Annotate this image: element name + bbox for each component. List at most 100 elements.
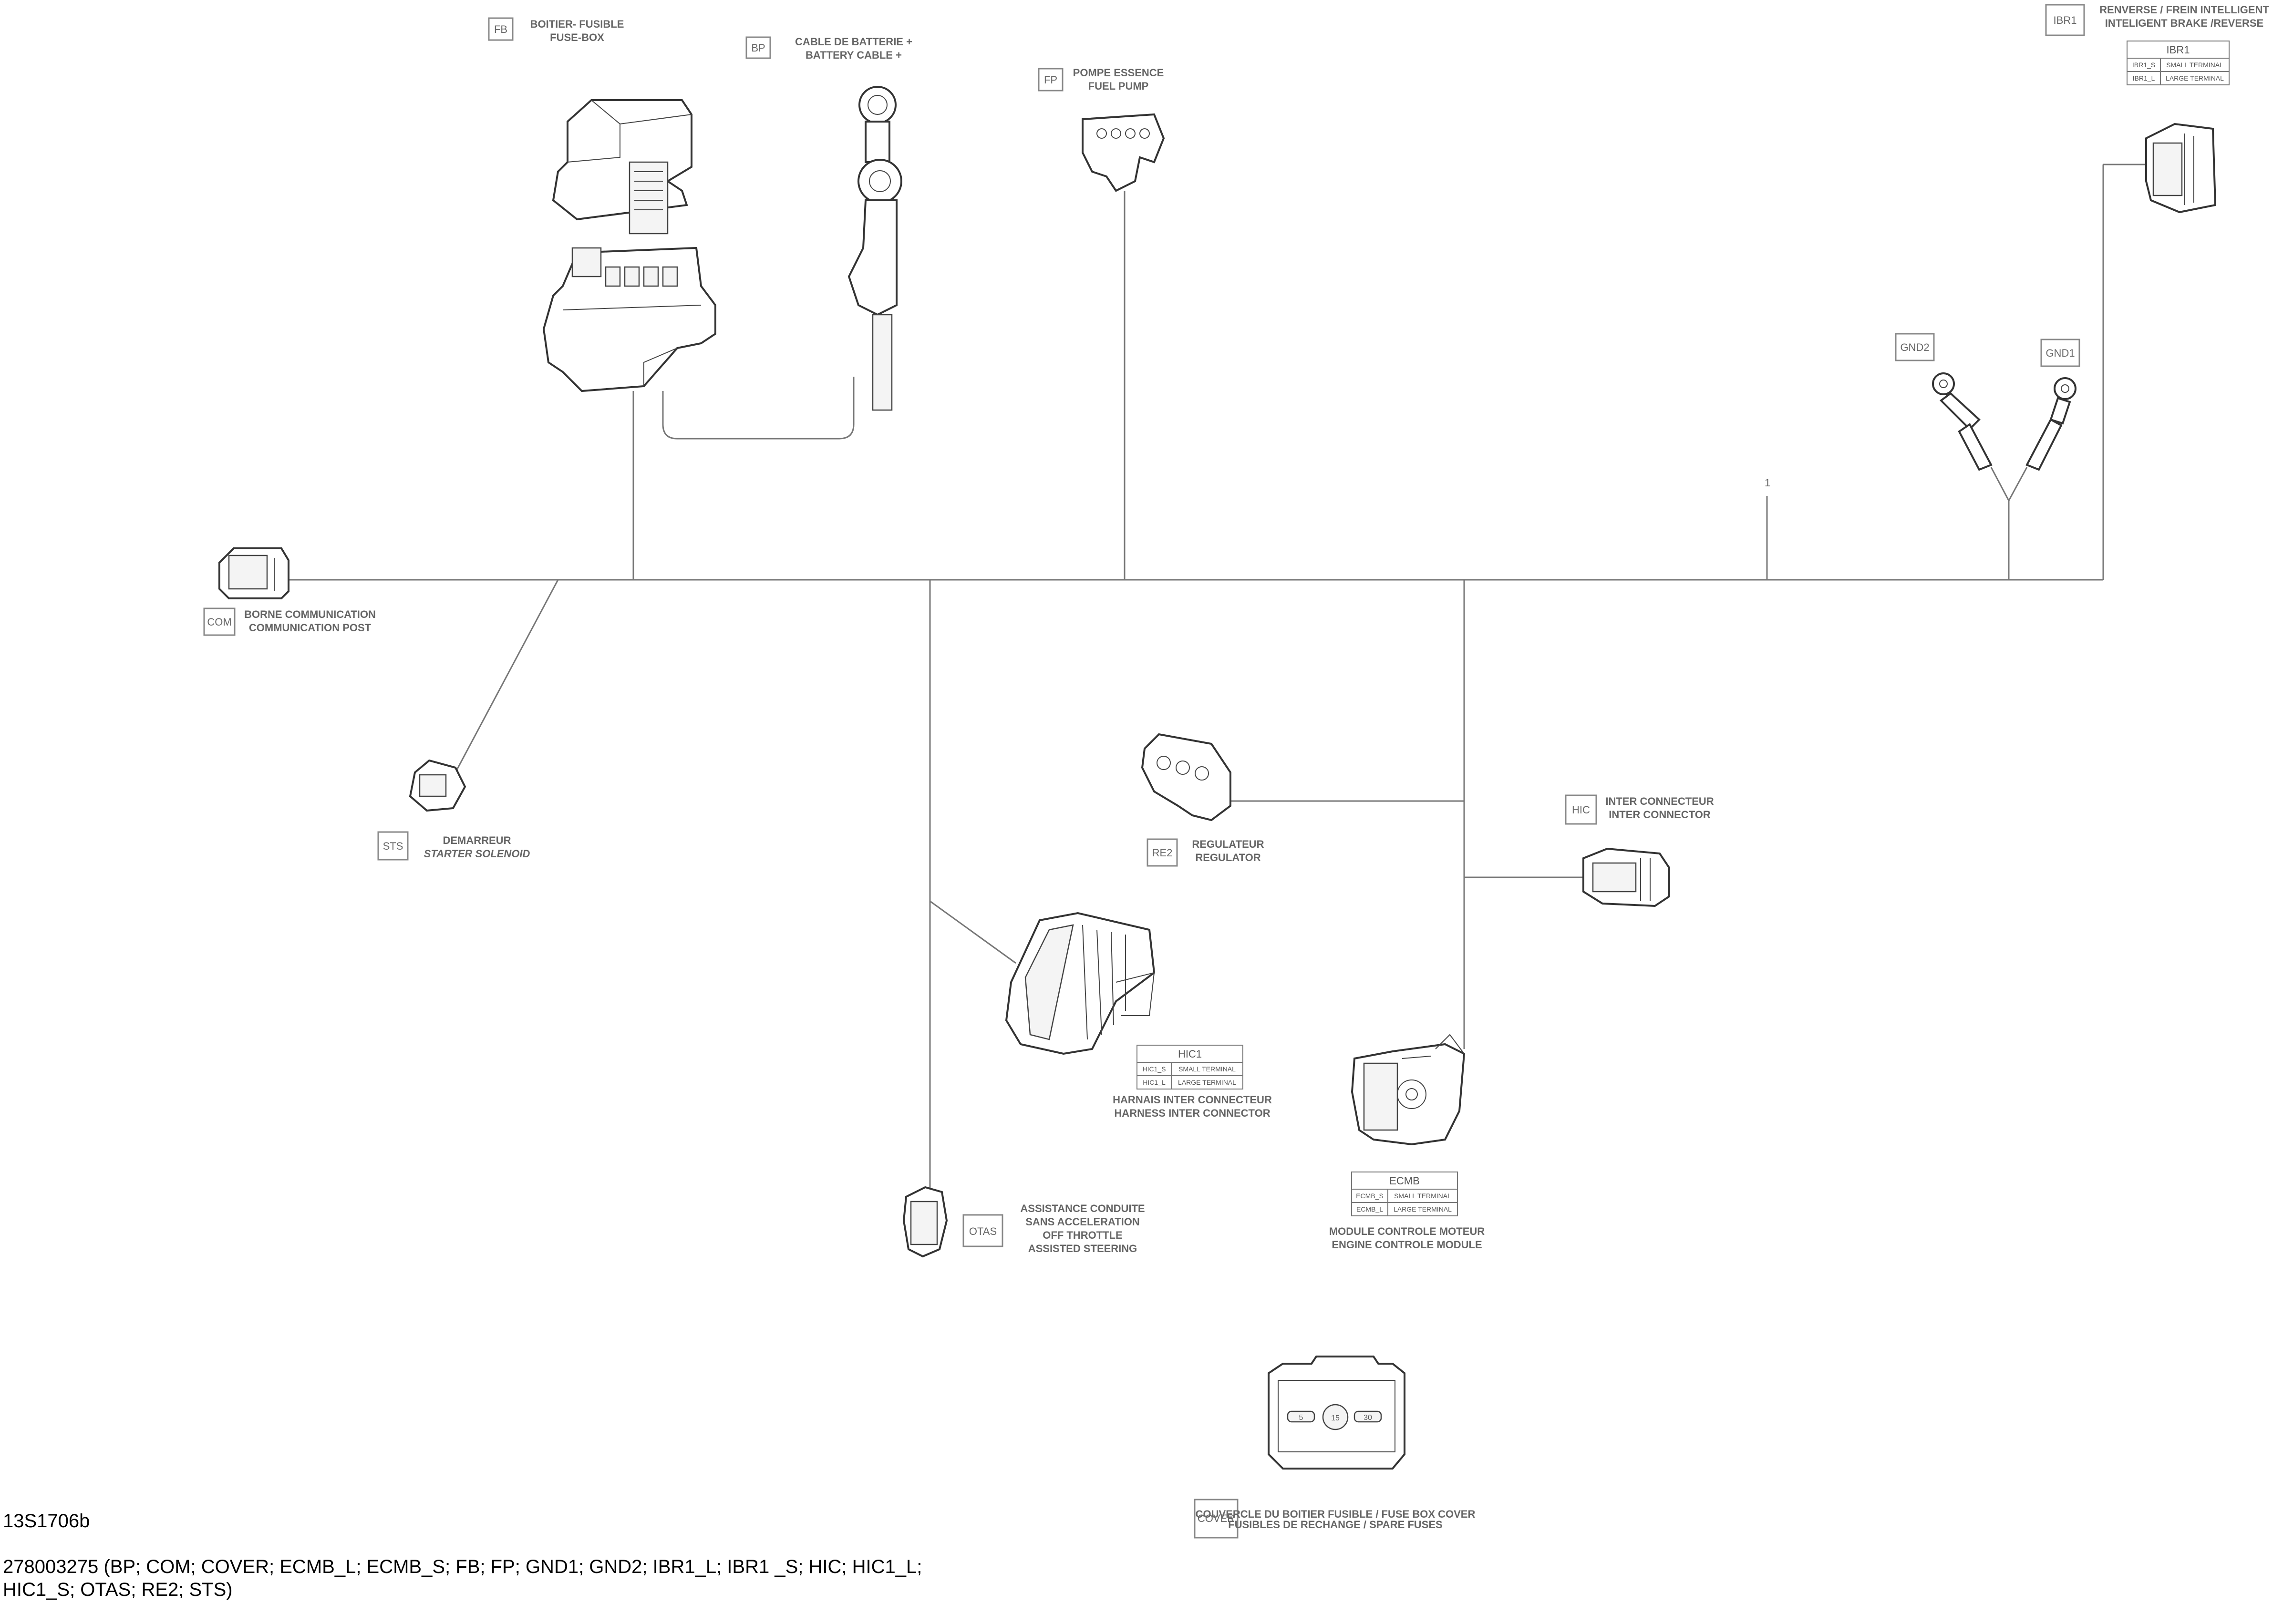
battery-cable-illustration xyxy=(847,86,902,411)
otas-connector-illustration xyxy=(902,1186,948,1258)
ecm-label-fr: MODULE CONTROLE MOTEUR xyxy=(1329,1225,1485,1237)
re2-label-en: REGULATOR xyxy=(1195,852,1260,863)
ibr1-table-row2-desc: LARGE TERMINAL xyxy=(2166,74,2224,82)
ibr1-terminal-table: IBR1 IBR1_S SMALL TERMINAL IBR1_L LARGE … xyxy=(2127,41,2230,85)
hic1-table-title: HIC1 xyxy=(1178,1048,1202,1060)
ecmb-table-row2-code: ECMB_L xyxy=(1356,1205,1383,1213)
sts-label: DEMARREUR STARTER SOLENOID xyxy=(424,834,530,860)
fp-label: POMPE ESSENCE FUEL PUMP xyxy=(1073,67,1164,92)
wire-harness xyxy=(285,164,2146,1202)
hic1-label: HARNAIS INTER CONNECTEUR HARNESS INTER C… xyxy=(1113,1094,1272,1119)
cover-code-box: COVER xyxy=(1194,1499,1239,1539)
fuse-box-cover-illustration: 5 15 30 xyxy=(1268,1356,1405,1470)
ecmb-table-row1-code: ECMB_S xyxy=(1356,1192,1384,1200)
cover-fuse-30: 30 xyxy=(1364,1414,1372,1422)
otas-label-line1: ASSISTANCE CONDUITE xyxy=(1020,1203,1145,1214)
diagram-reference: 13S1706b xyxy=(3,1511,90,1531)
cover-fuse-5: 5 xyxy=(1299,1414,1303,1422)
hic1-table-row2-desc: LARGE TERMINAL xyxy=(1178,1079,1236,1086)
hic-label-en: INTER CONNECTOR xyxy=(1609,809,1711,821)
sts-code: STS xyxy=(383,840,403,852)
hic1-label-en: HARNESS INTER CONNECTOR xyxy=(1114,1107,1270,1119)
communication-post-illustration xyxy=(218,547,289,599)
sts-code-box: STS xyxy=(377,831,409,861)
gnd1-ring-terminal-illustration xyxy=(2025,377,2076,471)
ecm-connector-illustration xyxy=(1351,1034,1466,1146)
otas-code-box: OTAS xyxy=(962,1214,1003,1247)
bp-code: BP xyxy=(751,42,765,54)
bp-label-fr: CABLE DE BATTERIE + xyxy=(795,36,912,48)
sts-label-en: STARTER SOLENOID xyxy=(424,848,530,860)
otas-label: ASSISTANCE CONDUITE SANS ACCELERATION OF… xyxy=(1020,1203,1145,1254)
ibr1-code: IBR1 xyxy=(2054,14,2077,26)
gnd2-ring-terminal-illustration xyxy=(1932,372,1993,471)
hic-label-fr: INTER CONNECTEUR xyxy=(1605,795,1714,807)
otas-label-line4: ASSISTED STEERING xyxy=(1028,1243,1137,1254)
fb-label-fr: BOITIER- FUSIBLE xyxy=(530,18,624,30)
wiring-diagram: 1 FB BOITIER- FUSIBLE FUSE-BOX BP CABLE xyxy=(203,4,2269,1539)
sts-label-fr: DEMARREUR xyxy=(443,834,511,846)
regulator-connector-illustration xyxy=(1141,733,1231,822)
fb-label-en: FUSE-BOX xyxy=(550,31,604,43)
ibr1-code-box: IBR1 xyxy=(2045,4,2085,36)
ibr1-table-row2-code: IBR1_L xyxy=(2133,74,2155,82)
hic1-table-row1-code: HIC1_S xyxy=(1142,1065,1166,1073)
ibr1-label: RENVERSE / FREIN INTELLIGENT INTELIGENT … xyxy=(2099,4,2269,29)
gnd1-code: GND1 xyxy=(2045,347,2075,359)
hic1-table-row2-code: HIC1_L xyxy=(1143,1079,1166,1086)
fb-code: FB xyxy=(494,23,507,35)
ibr1-connector-illustration xyxy=(2145,123,2217,214)
ibr1-table-row1-code: IBR1_S xyxy=(2132,61,2155,69)
cover-label: COUVERCLE DU BOITIER FUSIBLE / FUSE BOX … xyxy=(1196,1508,1476,1531)
cover-fuse-15: 15 xyxy=(1331,1414,1340,1422)
cover-code: COVER xyxy=(1198,1512,1235,1524)
fp-label-fr: POMPE ESSENCE xyxy=(1073,67,1164,79)
com-label: BORNE COMMUNICATION COMMUNICATION POST xyxy=(244,608,376,634)
ibr1-table-title: IBR1 xyxy=(2167,44,2190,56)
gnd2-code: GND2 xyxy=(1900,341,1929,353)
fuse-box-illustration xyxy=(542,99,716,392)
starter-solenoid-connector-illustration xyxy=(409,759,466,812)
cover-label-fr: COUVERCLE DU BOITIER FUSIBLE / FUSE BOX … xyxy=(1196,1508,1476,1520)
gnd1-code-box: GND1 xyxy=(2040,339,2080,367)
ecmb-table-row1-desc: SMALL TERMINAL xyxy=(1394,1192,1451,1200)
harness-inter-connector-illustration xyxy=(1005,912,1156,1055)
bp-label: CABLE DE BATTERIE + BATTERY CABLE + xyxy=(795,36,912,61)
cover-label-en: FUSIBLES DE RECHANGE / SPARE FUSES xyxy=(1228,1519,1442,1531)
gnd2-code-box: GND2 xyxy=(1895,333,1935,361)
com-code: COM xyxy=(207,616,231,628)
ibr1-table-row1-desc: SMALL TERMINAL xyxy=(2166,61,2223,69)
ecmb-table-row2-desc: LARGE TERMINAL xyxy=(1394,1205,1452,1213)
com-label-fr: BORNE COMMUNICATION xyxy=(244,608,376,620)
part-number-list: 278003275 (BP; COM; COVER; ECMB_L; ECMB_… xyxy=(3,1556,922,1600)
fp-code: FP xyxy=(1044,74,1057,86)
ecmb-terminal-table: ECMB ECMB_S SMALL TERMINAL ECMB_L LARGE … xyxy=(1351,1172,1458,1216)
re2-code-box: RE2 xyxy=(1147,838,1178,867)
re2-label: REGULATEUR REGULATOR xyxy=(1192,838,1264,863)
re2-code: RE2 xyxy=(1152,847,1173,859)
hic-label: INTER CONNECTEUR INTER CONNECTOR xyxy=(1605,795,1714,821)
fb-label: BOITIER- FUSIBLE FUSE-BOX xyxy=(530,18,624,43)
ibr1-label-en: INTELIGENT BRAKE /REVERSE xyxy=(2105,17,2263,29)
fuel-pump-connector-illustration xyxy=(1082,113,1165,192)
otas-code: OTAS xyxy=(969,1225,997,1237)
ibr1-label-fr: RENVERSE / FREIN INTELLIGENT xyxy=(2099,4,2269,16)
fp-code-box: FP xyxy=(1038,68,1064,92)
otas-label-line2: SANS ACCELERATION xyxy=(1025,1216,1140,1228)
ecm-label-en: ENGINE CONTROLE MODULE xyxy=(1332,1239,1482,1251)
ecm-label: MODULE CONTROLE MOTEUR ENGINE CONTROLE M… xyxy=(1329,1225,1485,1251)
fp-label-en: FUEL PUMP xyxy=(1088,80,1149,92)
hic-code-box: HIC xyxy=(1565,794,1597,825)
com-code-box: COM xyxy=(203,607,236,636)
hic1-terminal-table: HIC1 HIC1_S SMALL TERMINAL HIC1_L LARGE … xyxy=(1136,1045,1243,1090)
fb-code-box: FB xyxy=(488,17,514,41)
wire-label: 1 xyxy=(1765,477,1770,489)
ecmb-table-title: ECMB xyxy=(1389,1175,1420,1187)
re2-label-fr: REGULATEUR xyxy=(1192,838,1264,850)
bp-code-box: BP xyxy=(745,36,771,59)
hic1-label-fr: HARNAIS INTER CONNECTEUR xyxy=(1113,1094,1272,1106)
diagram-footer: 13S1706b 278003275 (BP; COM; COVER; ECMB… xyxy=(3,1487,922,1624)
otas-label-line3: OFF THROTTLE xyxy=(1043,1229,1122,1241)
inter-connector-illustration xyxy=(1582,847,1670,907)
hic1-table-row1-desc: SMALL TERMINAL xyxy=(1178,1065,1236,1073)
